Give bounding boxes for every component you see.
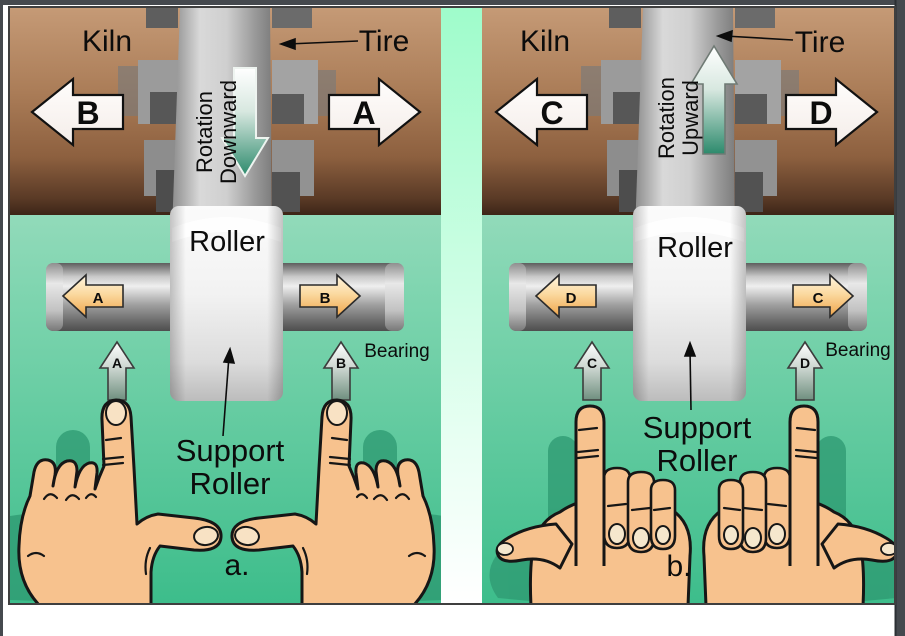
bearing-label: Bearing [825,340,891,361]
panel-gutter [441,8,482,603]
rotation-label-line1: Rotation [654,77,679,159]
finger-arrow-letter: B [336,355,346,371]
finger-arrow-letter: C [587,355,597,371]
finger-arrow-letter: A [112,355,122,371]
panel-b: C D Kiln Rotation Upward Tire Roller D C… [482,8,894,603]
rotation-label-line1: Rotation [192,91,217,173]
shaft-arrow-letter: C [813,290,824,307]
viewer-top-bar [0,0,905,5]
kiln-label: Kiln [82,25,132,58]
support-roller-line2: Roller [657,443,738,478]
shaft-arrow-letter: B [320,290,331,307]
shaft-arrow-letter: D [566,290,577,307]
big-arrow-letter: A [352,95,375,131]
tire-pointer [278,37,359,51]
viewer-left-edge [0,0,3,636]
rotation-label-line2: Downward [216,80,241,184]
kiln-label: Kiln [520,25,570,58]
bearing-label: Bearing [364,341,430,362]
shaft-arrow-letter: A [93,290,104,307]
tire-label: Tire [359,25,410,58]
roller-label: Roller [657,232,733,264]
panel-a: B A Kiln Rotation Downward Tire Roller A… [10,8,441,603]
support-roller-pointer [222,346,236,437]
big-arrow-letter: B [76,95,99,131]
figure-border [8,6,896,605]
tire-label: Tire [795,26,846,59]
support-roller-line1: Support [176,433,285,468]
roller-label: Roller [189,226,265,258]
big-arrow-letter: C [540,95,563,131]
support-roller-line1: Support [643,410,752,445]
panel-caption: a. [224,549,249,582]
support-roller-pointer [683,340,697,411]
panel-caption: b. [666,550,691,583]
finger-arrow-letter: D [800,355,810,371]
support-roller-line2: Roller [190,466,271,501]
big-arrow-letter: D [809,95,832,131]
tire-pointer [715,29,794,43]
viewer-right-edge [896,0,905,636]
rotation-label-line2: Upward [678,80,703,156]
